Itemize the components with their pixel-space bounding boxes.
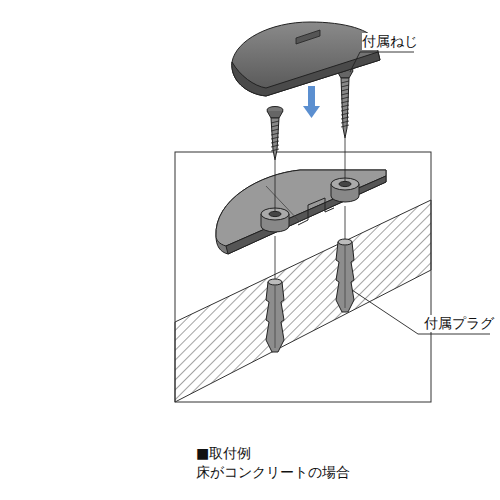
base-plate — [216, 170, 386, 254]
plug-left — [266, 279, 284, 352]
guide-line — [345, 138, 346, 181]
floor-outline — [175, 200, 431, 402]
callout-label: 付属ねじ — [362, 33, 418, 50]
figure-caption: 床がコンクリートの場合 — [196, 464, 350, 481]
leader-line — [350, 52, 414, 72]
guide-line — [345, 206, 346, 239]
guide-line — [275, 236, 276, 279]
guide-line — [275, 160, 276, 211]
screw-left — [267, 107, 283, 161]
floor-frame — [175, 152, 431, 402]
figure-title: ■取付例 — [196, 445, 251, 462]
cap — [232, 22, 380, 96]
callout-label: 付属プラグ — [424, 315, 494, 332]
screw-right — [337, 67, 353, 139]
concrete-floor — [175, 200, 431, 402]
plug-right — [336, 239, 354, 312]
direction-arrow — [303, 86, 320, 118]
